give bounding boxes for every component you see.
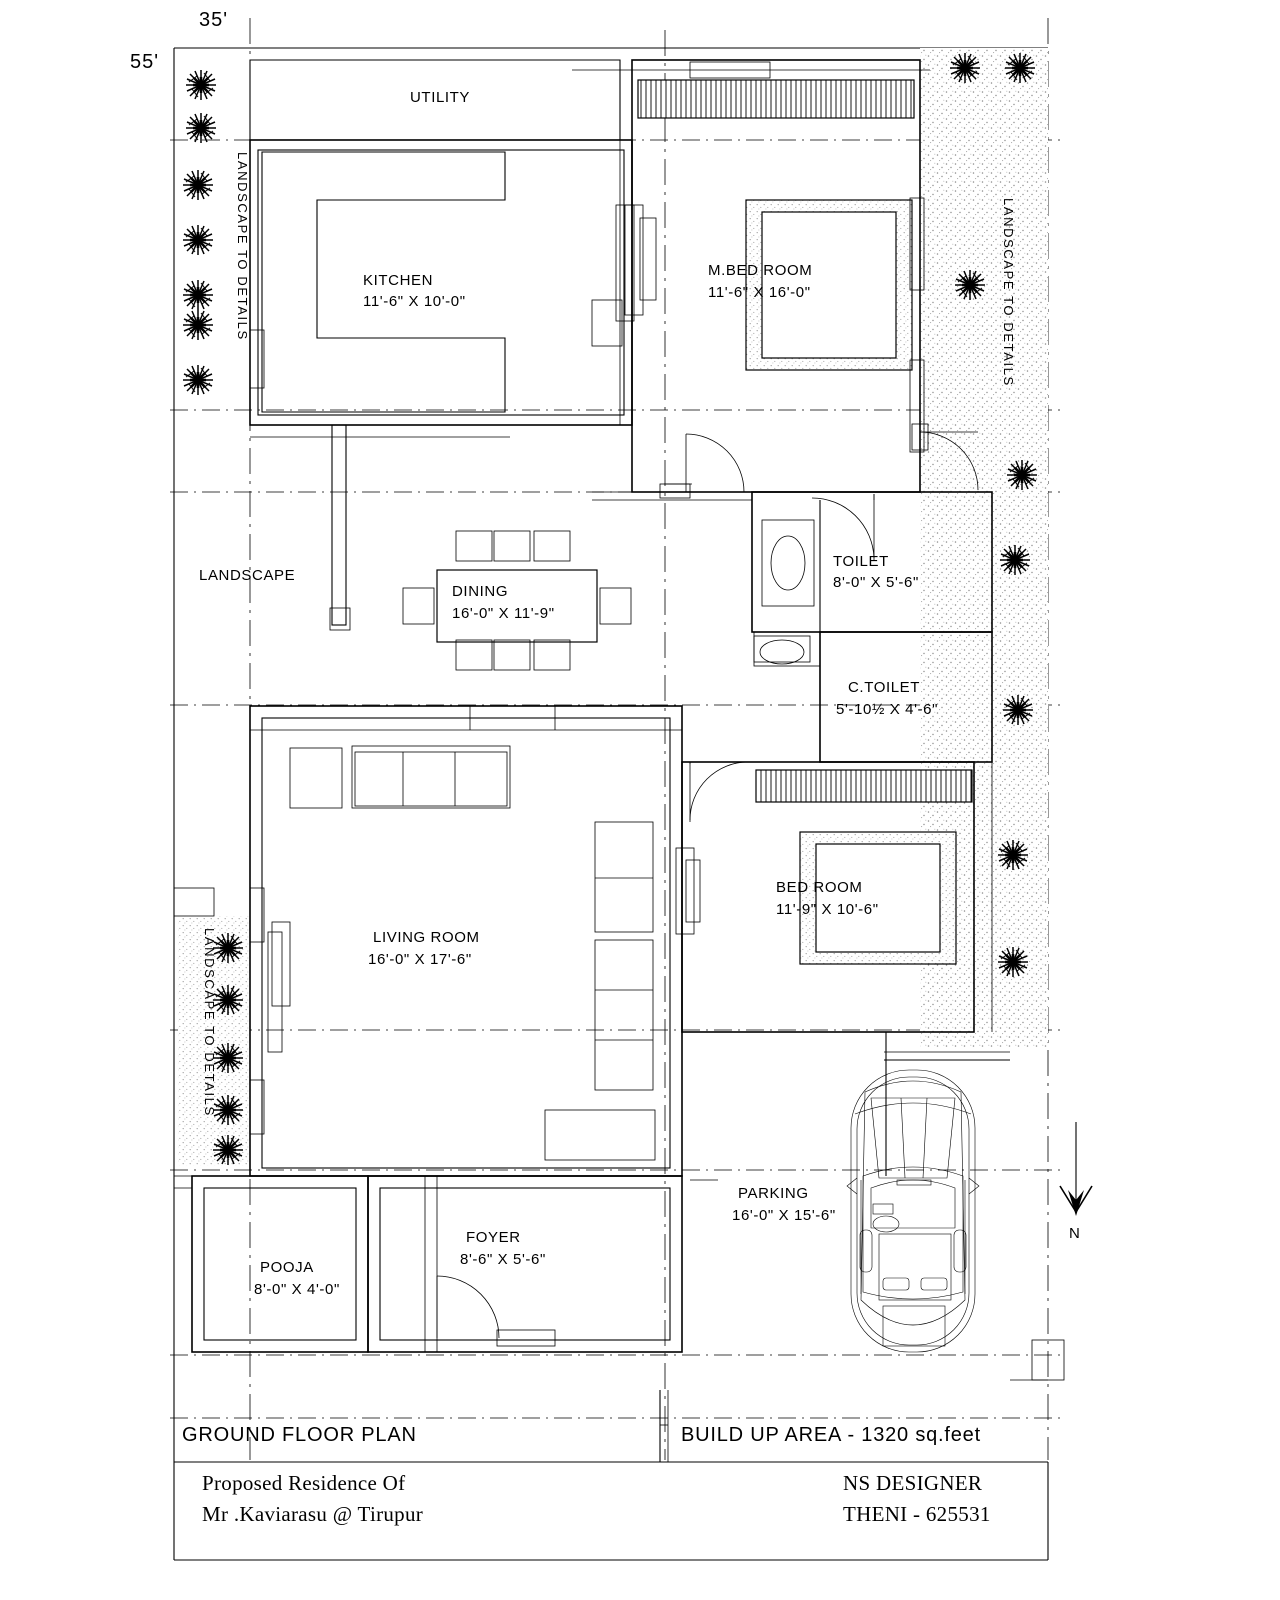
designer-line-1: NS DESIGNER bbox=[843, 1471, 982, 1495]
landscape-left-top: LANDSCAPE TO DETAILS bbox=[235, 152, 250, 341]
client-line-2: Mr .Kaviarasu @ Tirupur bbox=[202, 1502, 423, 1526]
room-label-parking: PARKING bbox=[738, 1185, 809, 1202]
room-label-pooja: POOJA bbox=[260, 1259, 314, 1276]
grid-detail-lines bbox=[173, 60, 1065, 1381]
landscape-left-bottom-label: LANDSCAPE TO DETAILS bbox=[202, 928, 217, 1117]
kitchen-column-stub bbox=[250, 424, 632, 631]
room-size-kitchen: 11'-6" X 10'-0" bbox=[363, 293, 466, 310]
room-bedroom-2: BED ROOM 11'-9" X 10'-6" bbox=[675, 761, 975, 1033]
room-label-utility: UTILITY bbox=[410, 89, 470, 106]
room-label-dining: DINING bbox=[452, 583, 508, 600]
room-foyer: FOYER 8'-6" X 5'-6" bbox=[367, 1175, 683, 1353]
room-size-bedroom-2: 11'-9" X 10'-6" bbox=[776, 901, 879, 918]
room-label-master-bedroom: M.BED ROOM bbox=[708, 262, 812, 279]
car-top-view bbox=[846, 1069, 980, 1353]
room-living: LIVING ROOM 16'-0" X 17'-6" bbox=[249, 705, 683, 1177]
room-size-foyer: 8'-6" X 5'-6" bbox=[460, 1251, 546, 1268]
build-up-area: BUILD UP AREA - 1320 sq.feet bbox=[681, 1424, 981, 1446]
room-label-living: LIVING ROOM bbox=[373, 929, 480, 946]
door-toilet bbox=[811, 494, 875, 560]
dimension-height: 55' bbox=[130, 51, 159, 73]
room-label-common-toilet: C.TOILET bbox=[848, 679, 920, 696]
dimension-width: 35' bbox=[199, 9, 228, 31]
room-label-toilet: TOILET bbox=[833, 553, 889, 570]
door-master-bedroom-rear bbox=[911, 423, 979, 491]
room-size-living: 16'-0" X 17'-6" bbox=[368, 951, 472, 968]
door-bedroom-2 bbox=[689, 761, 749, 822]
room-size-master-bedroom: 11'-6" X 16'-0" bbox=[708, 284, 811, 301]
room-size-pooja: 8'-0" X 4'-0" bbox=[254, 1281, 340, 1298]
room-label-foyer: FOYER bbox=[466, 1229, 521, 1246]
landscape-center-label: LANDSCAPE bbox=[199, 567, 295, 584]
room-label-kitchen: KITCHEN bbox=[363, 272, 433, 289]
north-arrow: N bbox=[1059, 1122, 1093, 1242]
area-parking: PARKING 16'-0" X 15'-6" bbox=[690, 1051, 1010, 1224]
client-line-1: Proposed Residence Of bbox=[202, 1471, 405, 1495]
room-size-common-toilet: 5'-10½ X 4'-6" bbox=[836, 701, 938, 718]
room-dining: DINING 16'-0" X 11'-9" bbox=[402, 530, 632, 671]
landscape-left-top-label: LANDSCAPE TO DETAILS bbox=[235, 152, 250, 341]
room-label-bedroom-2: BED ROOM bbox=[776, 879, 862, 896]
room-size-toilet: 8'-0" X 5'-6" bbox=[833, 574, 919, 591]
landscape-left-bottom: LANDSCAPE TO DETAILS bbox=[178, 916, 250, 1166]
north-label: N bbox=[1069, 1225, 1080, 1242]
room-master-bedroom: M.BED ROOM 11'-6" X 16'-0" bbox=[624, 59, 925, 493]
room-size-dining: 16'-0" X 11'-9" bbox=[452, 605, 555, 622]
designer-line-2: THENI - 625531 bbox=[843, 1502, 991, 1526]
sheet-title: GROUND FLOOR PLAN bbox=[182, 1424, 417, 1446]
room-size-parking: 16'-0" X 15'-6" bbox=[732, 1207, 836, 1224]
title-block: GROUND FLOOR PLAN BUILD UP AREA - 1320 s… bbox=[173, 1390, 1049, 1561]
landscape-right-label: LANDSCAPE TO DETAILS bbox=[1001, 198, 1016, 387]
